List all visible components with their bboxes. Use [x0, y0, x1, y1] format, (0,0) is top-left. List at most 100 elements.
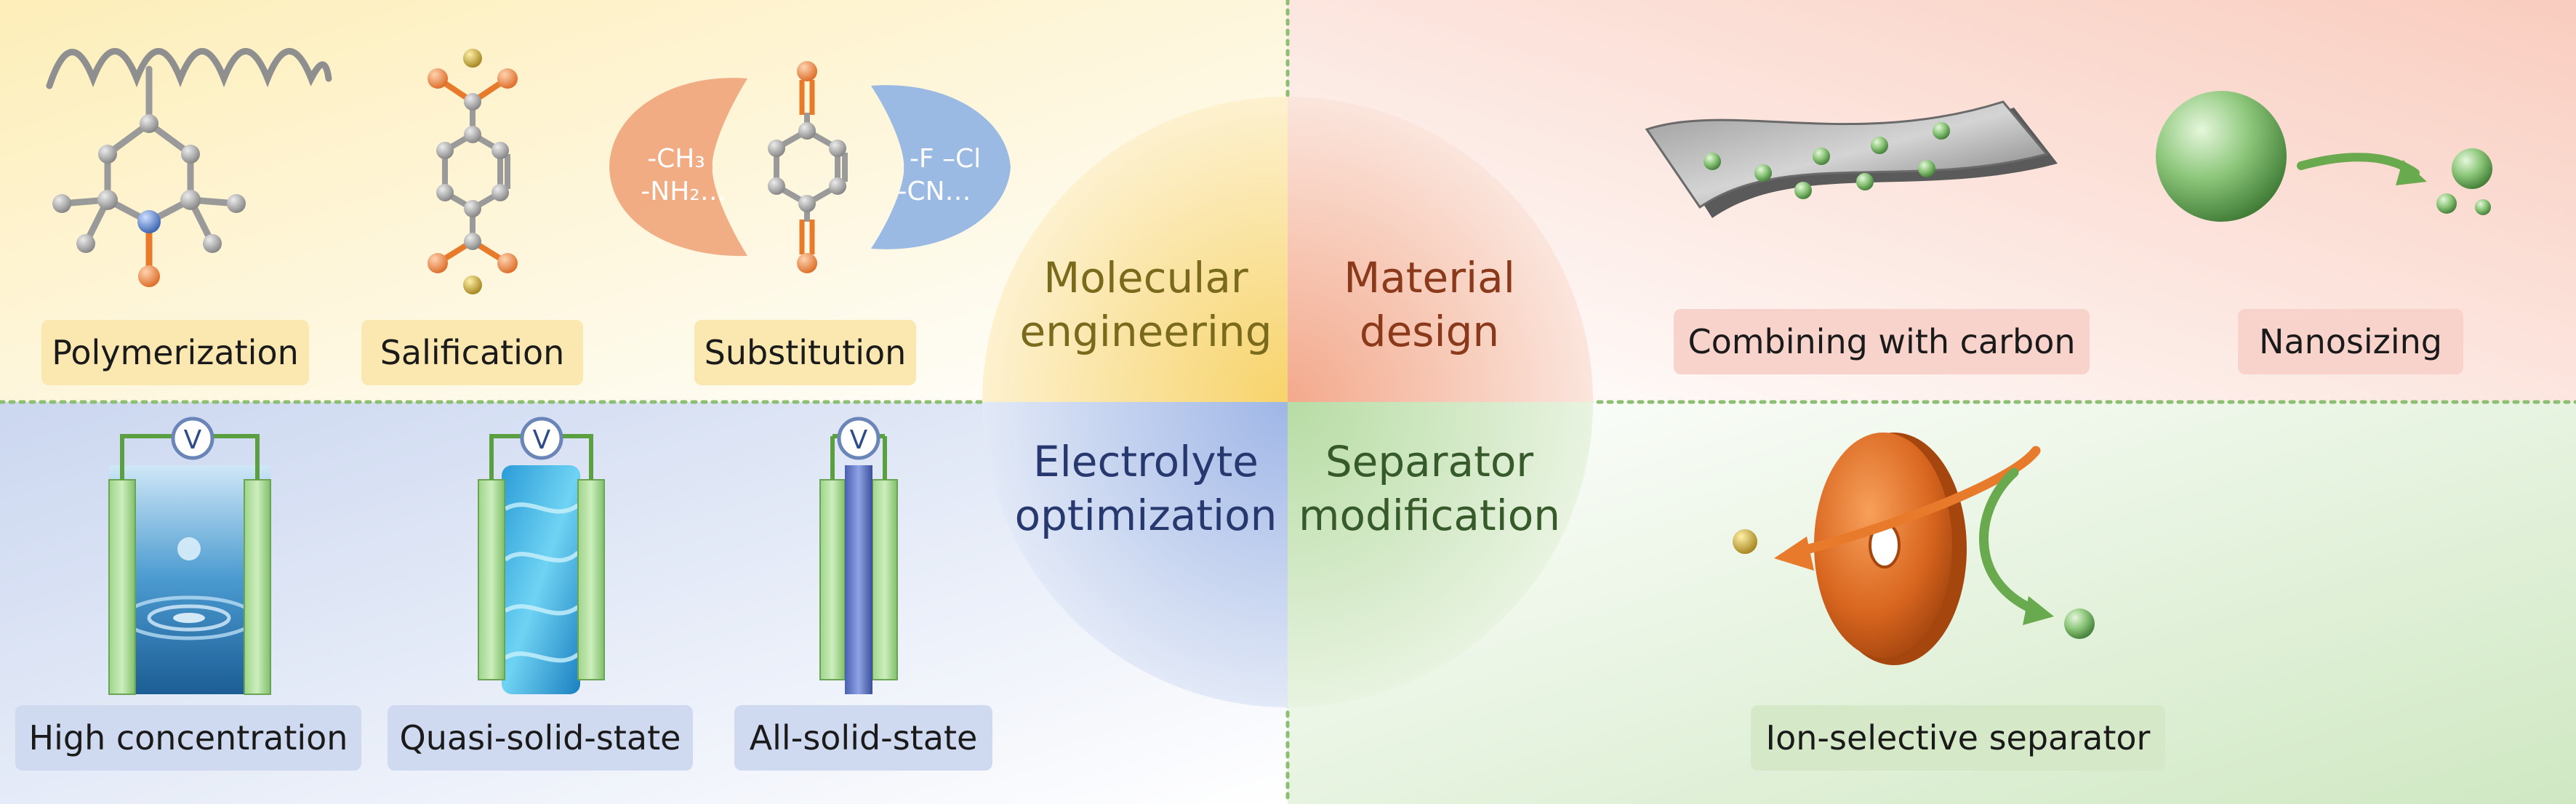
- active-particle: [1933, 122, 1950, 140]
- atom-carbon: [98, 145, 117, 164]
- electrode-right: [577, 479, 605, 680]
- large-particle: [2156, 91, 2287, 222]
- active-particle: [1794, 182, 1812, 199]
- carbon-sheet-illustration: [1645, 100, 2058, 218]
- voltmeter-icon: [837, 417, 880, 460]
- substituent-right-line1: -F –Cl: [910, 144, 981, 174]
- atom-carbon: [436, 142, 454, 159]
- label-all-solid: All-solid-state: [734, 705, 992, 771]
- atom-carbon: [97, 190, 118, 210]
- voltmeter-label: V: [533, 425, 551, 455]
- substituent-left-line2: -NH₂…: [641, 177, 726, 206]
- voltmeter-icon: [171, 417, 214, 460]
- atom-oxygen: [497, 68, 518, 89]
- electrode-left: [478, 479, 505, 680]
- active-particle: [1813, 148, 1830, 165]
- atom-oxygen: [497, 253, 518, 273]
- nano-particle: [2436, 193, 2457, 214]
- salt-molecule: [428, 49, 518, 294]
- label-nanosizing: Nanosizing: [2238, 309, 2463, 374]
- atom-carbon: [829, 177, 846, 195]
- label-quasi-solid: Quasi-solid-state: [388, 705, 693, 771]
- substituent-left-line1: -CH₃: [647, 144, 705, 174]
- circle-quadrant-electrolyte: [982, 402, 1288, 707]
- rejected-ion-arrowhead: [1774, 536, 1814, 571]
- quadrant-title-line: optimization: [1014, 491, 1277, 540]
- voltmeter-label: V: [850, 425, 868, 455]
- atom-carbon: [829, 140, 846, 157]
- atom-carbon: [491, 184, 509, 201]
- gel-electrolyte: [502, 465, 580, 694]
- nano-particle: [2475, 199, 2491, 215]
- substitution-molecule: -CH₃ -NH₂… -F –Cl -CN…: [609, 61, 1011, 273]
- atom-oxygen: [797, 253, 817, 273]
- permeating-ion: [2064, 608, 2095, 639]
- atom-carbon: [798, 195, 816, 212]
- quadrant-title-line: Molecular: [1043, 253, 1248, 302]
- polymer-molecule: [46, 48, 332, 287]
- atom-carbon: [227, 194, 246, 213]
- atom-carbon: [140, 114, 159, 133]
- cell-all-solid: V: [819, 417, 898, 694]
- atom-oxygen: [428, 68, 448, 89]
- circle-quadrant-material: [1288, 97, 1593, 402]
- active-particle: [1871, 137, 1888, 154]
- substituent-shape-right: [871, 85, 1011, 249]
- atom-carbon: [768, 177, 785, 195]
- quadrant-title-separator: Separator modification: [1291, 435, 1568, 542]
- atom-carbon: [52, 194, 71, 213]
- quadrant-title-line: Separator: [1325, 437, 1534, 486]
- atom-carbon: [436, 184, 454, 201]
- center-circle: [982, 97, 1593, 707]
- quadrant-title-electrolyte: Electrolyte optimization: [1008, 435, 1284, 542]
- active-particle: [1856, 173, 1874, 190]
- atom-oxygen: [797, 61, 817, 81]
- atom-oxygen: [428, 253, 448, 273]
- voltmeter-icon: [520, 417, 563, 460]
- atom-carbon: [798, 122, 816, 140]
- separator-illustration: [1733, 433, 2095, 665]
- quadrant-title-line: Material: [1344, 253, 1515, 302]
- atom-carbon: [181, 145, 200, 164]
- quadrant-title-line: modification: [1299, 491, 1560, 540]
- voltmeter-label: V: [184, 425, 202, 455]
- electrode-right: [244, 479, 271, 695]
- atom-carbon: [180, 190, 201, 210]
- cell-quasi-solid: V: [478, 417, 605, 694]
- rejected-ion-arrow: [1791, 446, 2041, 558]
- nanosizing-arrowhead: [2396, 160, 2427, 185]
- cell-high-concentration: V: [108, 417, 271, 695]
- atom-carbon: [76, 234, 95, 253]
- atom-oxygen: [138, 265, 160, 287]
- label-ion-selective: Ion-selective separator: [1751, 705, 2165, 771]
- label-high-concentration: High concentration: [15, 705, 361, 771]
- circle-quadrant-separator: [1288, 402, 1593, 707]
- label-polymerization: Polymerization: [41, 320, 309, 385]
- electrode-right: [872, 479, 898, 680]
- quadrant-title-molecular: Molecular engineering: [1008, 251, 1284, 358]
- quadrant-title-material: Material design: [1291, 251, 1568, 358]
- atom-carbon: [768, 140, 785, 157]
- label-salification: Salification: [361, 320, 583, 385]
- nanosizing-illustration: [2156, 91, 2492, 222]
- quadrant-title-line: engineering: [1019, 307, 1272, 356]
- atom-carbon: [203, 234, 222, 253]
- permeating-ion-arrow: [1979, 467, 2041, 616]
- rejected-ion: [1733, 529, 1757, 554]
- atom-carbon: [464, 93, 481, 110]
- atom-metal-cation: [463, 49, 482, 68]
- circle-quadrant-molecular: [982, 97, 1288, 402]
- electrode-left: [108, 479, 136, 695]
- substituent-shape-left: [609, 78, 747, 257]
- label-substitution: Substitution: [694, 320, 916, 385]
- atom-carbon: [464, 126, 481, 143]
- atom-nitrogen: [137, 210, 161, 233]
- electrode-left: [819, 479, 846, 680]
- polymer-chain: [46, 48, 332, 89]
- atom-metal-cation: [463, 276, 482, 294]
- substituent-right-line2: -CN…: [897, 177, 971, 206]
- atom-carbon: [464, 233, 481, 250]
- active-particle: [1704, 153, 1721, 170]
- label-combining-carbon: Combining with carbon: [1674, 309, 2090, 374]
